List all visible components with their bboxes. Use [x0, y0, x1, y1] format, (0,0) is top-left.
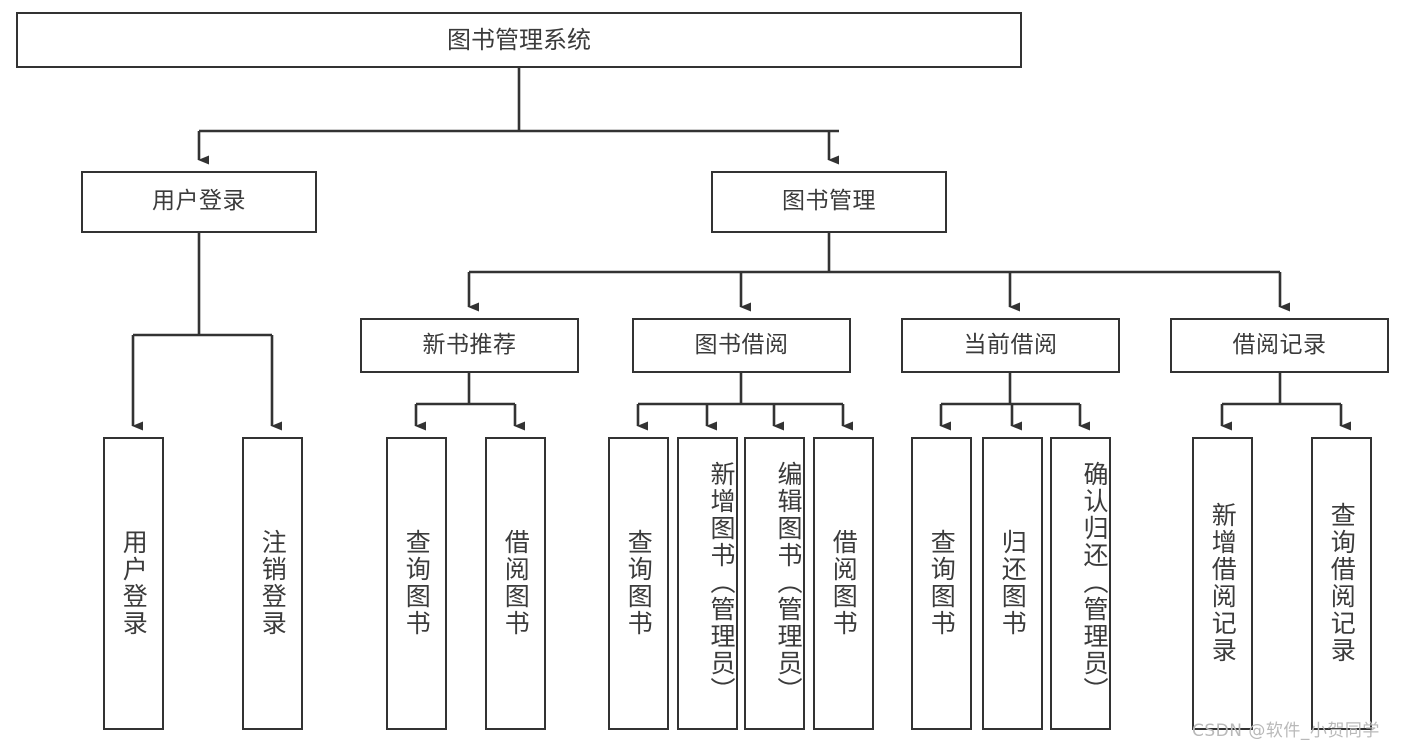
csdn-watermark: CSDN @软件_小贺同学 [1192, 721, 1380, 741]
node-user-login[interactable]: 用户登录 [81, 171, 317, 233]
leaf-return-books[interactable]: 归还图书 [982, 437, 1043, 730]
leaf-query-books-current[interactable]: 查询图书 [911, 437, 972, 730]
leaf-edit-book-admin[interactable]: 编辑图书（管理员） [744, 437, 805, 730]
leaf-borrow-books-recommend[interactable]: 借阅图书 [485, 437, 546, 730]
leaf-add-borrow-record[interactable]: 新增借阅记录 [1192, 437, 1253, 730]
leaf-borrow-books[interactable]: 借阅图书 [813, 437, 874, 730]
node-book-borrow[interactable]: 图书借阅 [632, 318, 851, 373]
leaf-user-login[interactable]: 用户登录 [103, 437, 164, 730]
node-borrow-records[interactable]: 借阅记录 [1170, 318, 1389, 373]
node-new-book-recommend[interactable]: 新书推荐 [360, 318, 579, 373]
leaf-logout[interactable]: 注销登录 [242, 437, 303, 730]
leaf-query-books-recommend[interactable]: 查询图书 [386, 437, 447, 730]
node-root-book-management-system[interactable]: 图书管理系统 [16, 12, 1022, 68]
node-current-borrow[interactable]: 当前借阅 [901, 318, 1120, 373]
leaf-query-borrow-record[interactable]: 查询借阅记录 [1311, 437, 1372, 730]
node-book-management[interactable]: 图书管理 [711, 171, 947, 233]
leaf-confirm-return-admin[interactable]: 确认归还（管理员） [1050, 437, 1111, 730]
leaf-add-book-admin[interactable]: 新增图书（管理员） [677, 437, 738, 730]
leaf-query-books-borrow[interactable]: 查询图书 [608, 437, 669, 730]
